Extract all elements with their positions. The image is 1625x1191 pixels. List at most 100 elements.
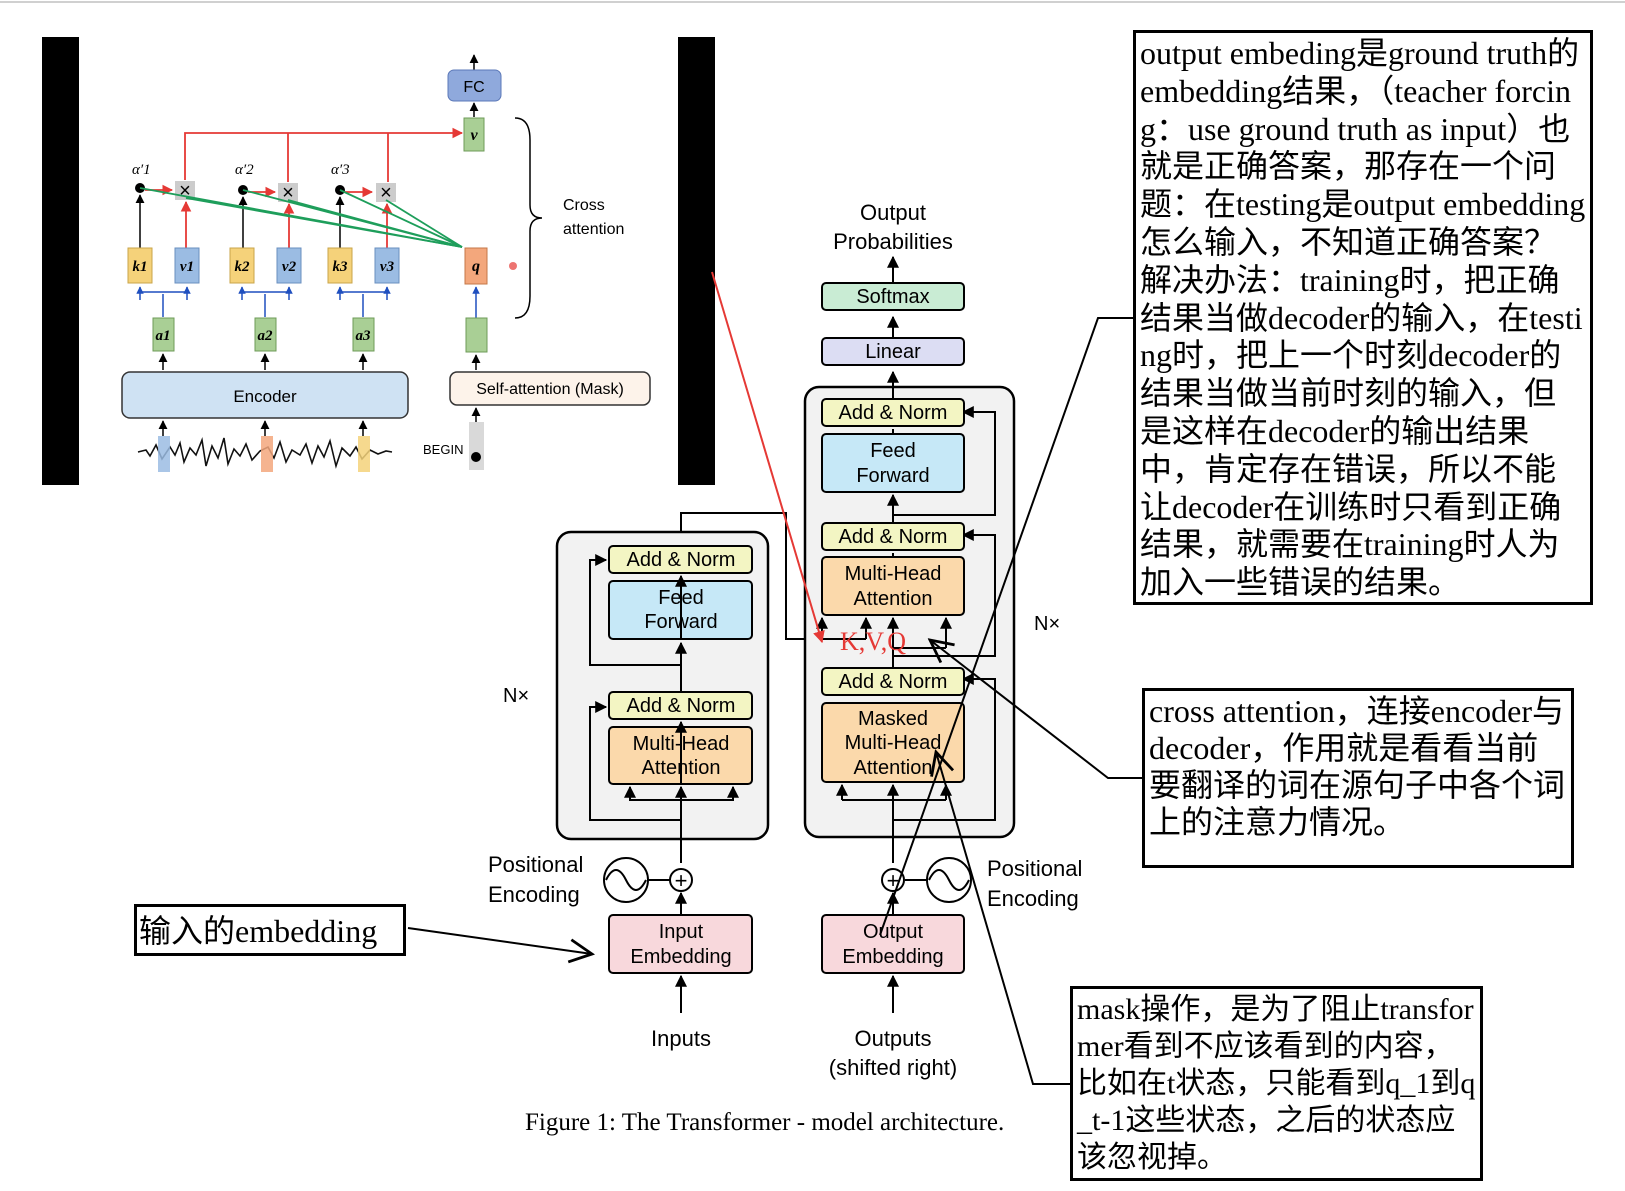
cross-attention-brace bbox=[514, 117, 543, 319]
plus-icon-left: + bbox=[675, 868, 688, 893]
decoder-positional-label-1: Positional bbox=[987, 856, 1082, 881]
key-box-3 bbox=[327, 247, 353, 284]
cross-attention-note: cross attention，连接encoder与decoder，作用就是看看… bbox=[1142, 688, 1574, 868]
begin-token bbox=[469, 422, 484, 470]
red-pointer-line bbox=[711, 271, 825, 644]
encoder-positional-label-1: Positional bbox=[488, 852, 583, 877]
output-embedding-label-1: Output bbox=[863, 921, 923, 943]
decoder-mha-label-1: Multi-Head bbox=[845, 563, 942, 585]
value-box-3 bbox=[374, 247, 400, 284]
multiply-2 bbox=[278, 183, 298, 202]
plus-icon-right: + bbox=[887, 868, 900, 893]
self-attention-mask-box bbox=[449, 371, 651, 406]
a-label-1: a1 bbox=[156, 328, 171, 344]
a-label-2: a2 bbox=[258, 328, 274, 344]
encoder-box bbox=[121, 371, 409, 419]
value-label-1: v1 bbox=[180, 259, 194, 275]
red-dot-icon bbox=[509, 262, 517, 270]
value-box-2 bbox=[276, 247, 302, 284]
multiply-icon-1: × bbox=[179, 180, 191, 202]
input-embedding-note: 输入的embedding bbox=[134, 904, 406, 956]
output-embedding-label-2: Embedding bbox=[842, 946, 943, 968]
outputs-label-2: (shifted right) bbox=[829, 1055, 957, 1080]
key-label-3: k3 bbox=[333, 259, 349, 275]
kvq-label: K,V,Q bbox=[840, 627, 906, 656]
cross-note-pointer bbox=[930, 640, 1142, 779]
v-output-box bbox=[463, 117, 485, 152]
alpha-3: α′3 bbox=[331, 162, 350, 178]
multiply-icon-2: × bbox=[282, 182, 294, 204]
output-embedding-box bbox=[821, 914, 965, 974]
decoder-positional-label-2: Encoding bbox=[987, 886, 1079, 911]
encoder-stack-bg bbox=[555, 530, 770, 841]
a-box-3 bbox=[352, 317, 375, 352]
fc-box bbox=[447, 69, 502, 102]
value-label-2: v2 bbox=[282, 259, 297, 275]
encoder-add-norm-top bbox=[608, 545, 753, 574]
mask-note: mask操作，是为了阻止transformer看到不应该看到的内容，比如在t状态… bbox=[1070, 986, 1483, 1181]
value-box-1 bbox=[174, 247, 200, 284]
cross-attention-figure: FC v α′1 × k1 v1 a1 bbox=[42, 37, 715, 485]
a-label-3: a3 bbox=[356, 328, 372, 344]
key-label-1: k1 bbox=[133, 259, 148, 275]
encoder-nx-label: N× bbox=[503, 685, 529, 707]
transformer-diagram: Add & Norm Feed Forward Add & Norm Multi… bbox=[488, 200, 1082, 1136]
alpha-1: α′1 bbox=[132, 162, 151, 178]
v-output-label: v bbox=[470, 127, 478, 144]
begin-label: BEGIN bbox=[423, 442, 463, 457]
output-note-pointer bbox=[879, 317, 1133, 936]
annotation-lines bbox=[407, 271, 1142, 1085]
begin-dot bbox=[471, 452, 481, 462]
multiply-3 bbox=[376, 183, 396, 202]
a-box-1 bbox=[152, 317, 175, 352]
input-note-pointer bbox=[407, 927, 592, 954]
key-box-2 bbox=[229, 247, 255, 284]
output-embedding-note: output embeding是ground truth的embedding结果… bbox=[1133, 30, 1593, 605]
audio-waveform bbox=[137, 436, 393, 472]
cross-label-2: attention bbox=[563, 221, 624, 238]
decoder-add-norm-bottom-label: Add & Norm bbox=[839, 671, 948, 693]
cross-label-1: Cross bbox=[563, 197, 605, 214]
a-box-2 bbox=[254, 317, 277, 352]
triplet-1: α′1 × k1 v1 a1 bbox=[127, 162, 200, 370]
encoder-positional-label-2: Encoding bbox=[488, 882, 580, 907]
figure-caption: Figure 1: The Transformer - model archit… bbox=[525, 1109, 1004, 1136]
alpha-2: α′2 bbox=[235, 162, 254, 178]
encoder-label: Encoder bbox=[233, 387, 297, 406]
decoder-masked-label-2: Multi-Head bbox=[845, 732, 942, 754]
decoder-masked-label-3: Attention bbox=[854, 757, 933, 779]
decoder-nx-label: N× bbox=[1034, 613, 1060, 635]
left-black-bar bbox=[42, 37, 79, 485]
softmax-label: Softmax bbox=[856, 286, 929, 308]
right-black-bar bbox=[678, 37, 715, 485]
inputs-label: Inputs bbox=[651, 1026, 711, 1051]
decoder-feed-forward-label-2: Forward bbox=[856, 465, 929, 487]
decoder-add-norm-top-label: Add & Norm bbox=[839, 402, 948, 424]
output-probabilities-label-2: Probabilities bbox=[833, 229, 953, 254]
outputs-label-1: Outputs bbox=[854, 1026, 931, 1051]
key-box-1 bbox=[127, 247, 153, 284]
triplet-3: α′3 × k3 v3 a3 bbox=[327, 162, 400, 370]
q-box bbox=[464, 247, 488, 285]
decoder-mha-label-2: Attention bbox=[854, 588, 933, 610]
decoder-masked-label-1: Masked bbox=[858, 708, 928, 730]
self-attention-mask-label: Self-attention (Mask) bbox=[476, 381, 624, 398]
decoder-feed-forward-label-1: Feed bbox=[870, 440, 916, 462]
q-label: q bbox=[472, 258, 480, 275]
encoder-add-norm-top-label: Add & Norm bbox=[627, 549, 736, 571]
triplet-2: α′2 × k2 v2 a2 bbox=[229, 162, 302, 370]
attention-lines bbox=[139, 187, 463, 248]
output-probabilities-label-1: Output bbox=[860, 200, 926, 225]
decoder-add-norm-middle-label: Add & Norm bbox=[839, 526, 948, 548]
linear-label: Linear bbox=[865, 341, 921, 363]
input-embedding-label-2: Embedding bbox=[630, 946, 731, 968]
decoder-state-box bbox=[465, 317, 488, 353]
decoder-masked-attention bbox=[821, 702, 965, 783]
mask-note-pointer bbox=[936, 752, 1070, 1085]
encoder-add-norm-bottom-label: Add & Norm bbox=[627, 695, 736, 717]
fc-label: FC bbox=[463, 79, 484, 96]
value-label-3: v3 bbox=[380, 259, 395, 275]
input-embedding-box bbox=[608, 914, 753, 974]
multiply-icon-3: × bbox=[380, 182, 392, 204]
input-embedding-label-1: Input bbox=[659, 921, 704, 943]
